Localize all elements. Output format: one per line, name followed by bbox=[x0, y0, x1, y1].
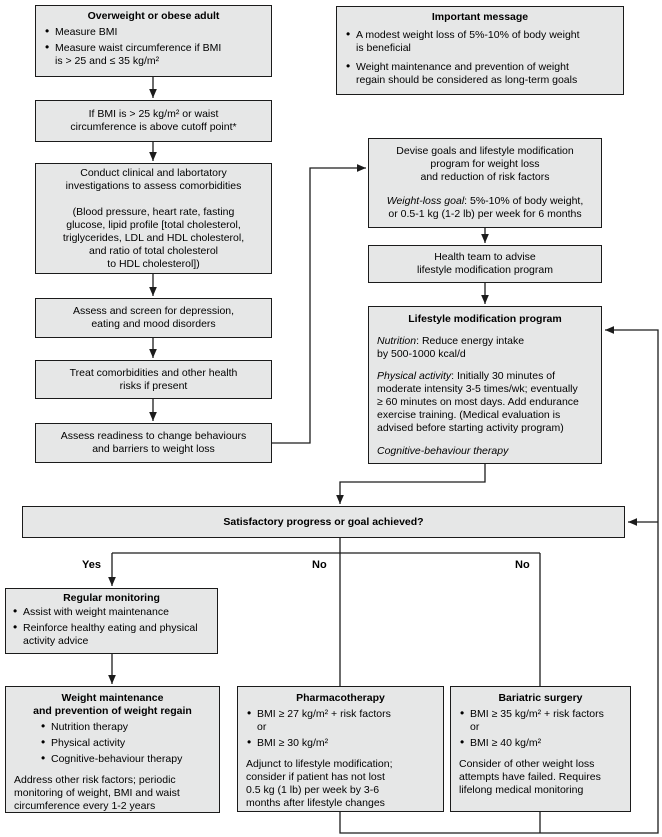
node-title: Weight maintenance and prevention of wei… bbox=[33, 692, 192, 717]
node-devise-goals: Devise goals and lifestyle modification … bbox=[368, 138, 602, 228]
nutrition-label: Nutrition bbox=[377, 335, 417, 347]
bullet-item: BMI ≥ 30 kg/m² bbox=[246, 736, 435, 750]
bullet-item: A modest weight loss of 5%-10% of body w… bbox=[345, 28, 615, 55]
node-text: Satisfactory progress or goal achieved? bbox=[223, 515, 424, 528]
activity-text: : Initially 30 minutes of moderate inten… bbox=[377, 370, 579, 434]
node-regular-monitoring: Regular monitoring Assist with weight ma… bbox=[5, 588, 218, 654]
node-pharmacotherapy: Pharmacotherapy BMI ≥ 27 kg/m² + risk fa… bbox=[237, 686, 444, 812]
branch-label-no-bariatric: No bbox=[515, 559, 530, 571]
node-note: Address other risk factors; periodic mon… bbox=[14, 774, 180, 812]
bullet-item: BMI ≥ 27 kg/m² + risk factors or bbox=[246, 707, 435, 734]
node-lifestyle-program: Lifestyle modification program Nutrition… bbox=[368, 306, 602, 464]
node-text: Conduct clinical and labortatory investi… bbox=[62, 166, 245, 270]
nutrition-text: : Reduce energy intake by 500-1000 kcal/… bbox=[377, 335, 525, 360]
bullet-list: Nutrition therapy Physical activity Cogn… bbox=[40, 720, 211, 766]
cbt-paragraph: Cognitive-behaviour therapy bbox=[377, 445, 509, 457]
node-text: Assess readiness to change behaviours an… bbox=[60, 430, 247, 455]
node-title: Overweight or obese adult bbox=[87, 10, 220, 22]
bullet-item: Measure waist circumference if BMI is > … bbox=[44, 41, 263, 68]
node-bariatric-surgery: Bariatric surgery BMI ≥ 35 kg/m² + risk … bbox=[450, 686, 631, 812]
node-health-team: Health team to advise lifestyle modifica… bbox=[368, 245, 602, 283]
node-important-message: Important message A modest weight loss o… bbox=[336, 6, 624, 95]
node-title: Bariatric surgery bbox=[498, 692, 583, 704]
branch-label-yes: Yes bbox=[82, 559, 101, 571]
bullet-item: Physical activity bbox=[40, 736, 211, 750]
node-text: Assess and screen for depression, eating… bbox=[72, 305, 235, 330]
node-text: If BMI is > 25 kg/m² or waist circumfere… bbox=[70, 108, 237, 133]
bullet-item: BMI ≥ 40 kg/m² bbox=[459, 736, 622, 750]
goal-text: : 5%-10% of body weight, or 0.5-1 kg (1-… bbox=[388, 195, 584, 220]
weight-loss-goal: Weight-loss goal: 5%-10% of body weight,… bbox=[387, 195, 584, 221]
branch-label-no-pharmacotherapy: No bbox=[312, 559, 327, 571]
node-depression-screen: Assess and screen for depression, eating… bbox=[35, 298, 272, 338]
node-weight-maintenance: Weight maintenance and prevention of wei… bbox=[5, 686, 220, 813]
node-title: Lifestyle modification program bbox=[408, 313, 562, 325]
bullet-item: Reinforce healthy eating and physical ac… bbox=[12, 621, 211, 648]
node-title: Pharmacotherapy bbox=[296, 692, 385, 704]
node-text: Devise goals and lifestyle modification … bbox=[396, 145, 574, 183]
node-text: Health team to advise lifestyle modifica… bbox=[417, 251, 553, 276]
bullet-item: Weight maintenance and prevention of wei… bbox=[345, 60, 615, 87]
node-assess-readiness: Assess readiness to change behaviours an… bbox=[35, 423, 272, 463]
node-note: Consider of other weight loss attempts h… bbox=[459, 758, 601, 796]
node-text: Treat comorbidities and other health ris… bbox=[69, 366, 238, 392]
bullet-item: Measure BMI bbox=[44, 25, 263, 39]
node-title: Regular monitoring bbox=[63, 592, 160, 604]
node-title: Important message bbox=[431, 11, 529, 23]
node-clinical-investigations: Conduct clinical and labortatory investi… bbox=[35, 163, 272, 274]
bullet-item: BMI ≥ 35 kg/m² + risk factors or bbox=[459, 707, 622, 734]
node-progress-check: Satisfactory progress or goal achieved? bbox=[22, 506, 625, 538]
goal-label: Weight-loss goal bbox=[386, 195, 465, 207]
bullet-item: Assist with weight maintenance bbox=[12, 605, 211, 619]
node-treat-comorbidities: Treat comorbidities and other health ris… bbox=[35, 360, 272, 399]
node-overweight-adult: Overweight or obese adult Measure BMI Me… bbox=[35, 5, 272, 77]
nutrition-paragraph: Nutrition: Reduce energy intake by 500-1… bbox=[377, 335, 593, 361]
node-bmi-cutoff-check: If BMI is > 25 kg/m² or waist circumfere… bbox=[35, 100, 272, 142]
bullet-item: Cognitive-behaviour therapy bbox=[40, 752, 211, 766]
activity-label: Physical activity bbox=[377, 370, 452, 382]
node-note: Adjunct to lifestyle modification; consi… bbox=[246, 758, 393, 809]
activity-paragraph: Physical activity: Initially 30 minutes … bbox=[377, 370, 593, 435]
bullet-item: Nutrition therapy bbox=[40, 720, 211, 734]
